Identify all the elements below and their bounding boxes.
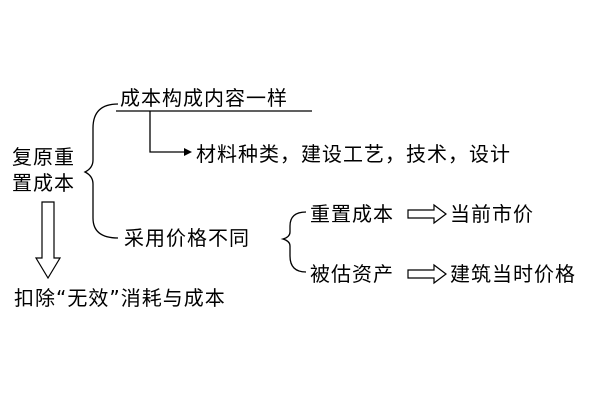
double-arrow-down-icon bbox=[34, 201, 62, 280]
arrow-right-icon bbox=[184, 148, 192, 156]
branch-different-price: 采用价格不同 bbox=[124, 226, 250, 250]
replacement-cost-node: 重置成本 bbox=[310, 202, 394, 226]
branch-same-detail: 材料种类，建设工艺，技术，设计 bbox=[196, 142, 511, 166]
double-arrow-right-icon bbox=[407, 203, 447, 225]
materials-connector bbox=[149, 111, 186, 153]
double-arrow-right-icon bbox=[407, 263, 447, 285]
root-brace bbox=[83, 103, 119, 239]
branch-same-content: 成本构成内容一样 bbox=[120, 86, 288, 110]
conclusion-node: 扣除“无效”消耗与成本 bbox=[14, 286, 226, 310]
assessed-asset-node: 被估资产 bbox=[310, 262, 394, 286]
current-price-node: 当前市价 bbox=[450, 202, 534, 226]
build-time-price-node: 建筑当时价格 bbox=[450, 262, 576, 286]
root-node-line2: 置成本 bbox=[12, 171, 75, 195]
root-node-line1: 复原重 bbox=[12, 145, 75, 169]
price-brace bbox=[280, 211, 307, 273]
